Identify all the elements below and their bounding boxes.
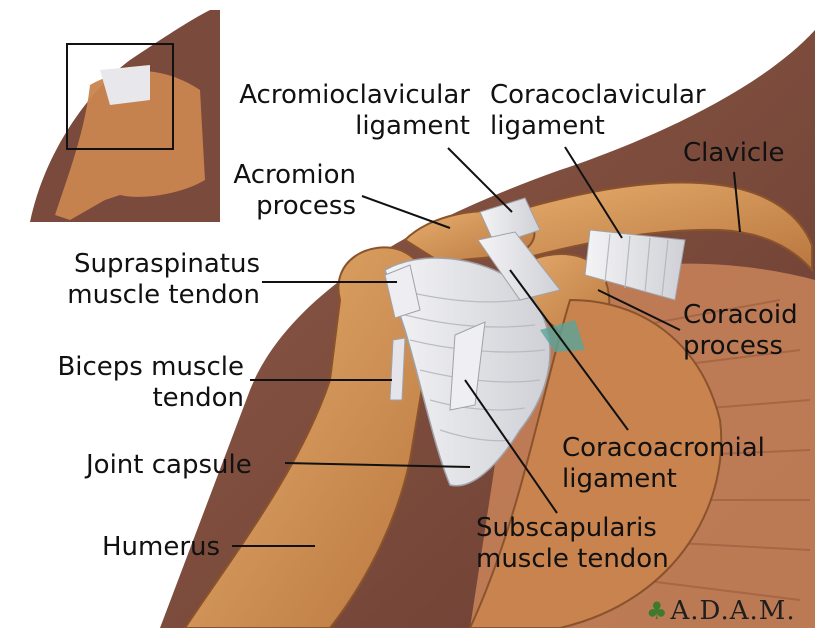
label-coracoid-process: Coracoid process — [683, 300, 798, 362]
label-coracoacromial-ligament: Coracoacromial ligament — [562, 433, 765, 495]
label-coracoclavicular-ligament: Coracoclavicular ligament — [490, 80, 706, 142]
label-biceps-tendon: Biceps muscle tendon — [20, 352, 244, 414]
label-joint-capsule: Joint capsule — [86, 450, 252, 481]
label-supraspinatus-tendon: Supraspinatus muscle tendon — [20, 249, 260, 311]
inset-thumbnail — [30, 10, 220, 222]
label-acromioclavicular-ligament: Acromioclavicular ligament — [212, 80, 470, 142]
label-humerus: Humerus — [102, 532, 220, 563]
label-acromion-process: Acromion process — [200, 160, 356, 222]
palm-tree-icon: ♣ — [646, 597, 669, 625]
adam-logo: ♣A.D.A.M. — [646, 596, 796, 626]
label-subscapularis-tendon: Subscapularis muscle tendon — [476, 513, 669, 575]
label-clavicle: Clavicle — [683, 138, 784, 169]
biceps-tendon — [390, 338, 405, 400]
